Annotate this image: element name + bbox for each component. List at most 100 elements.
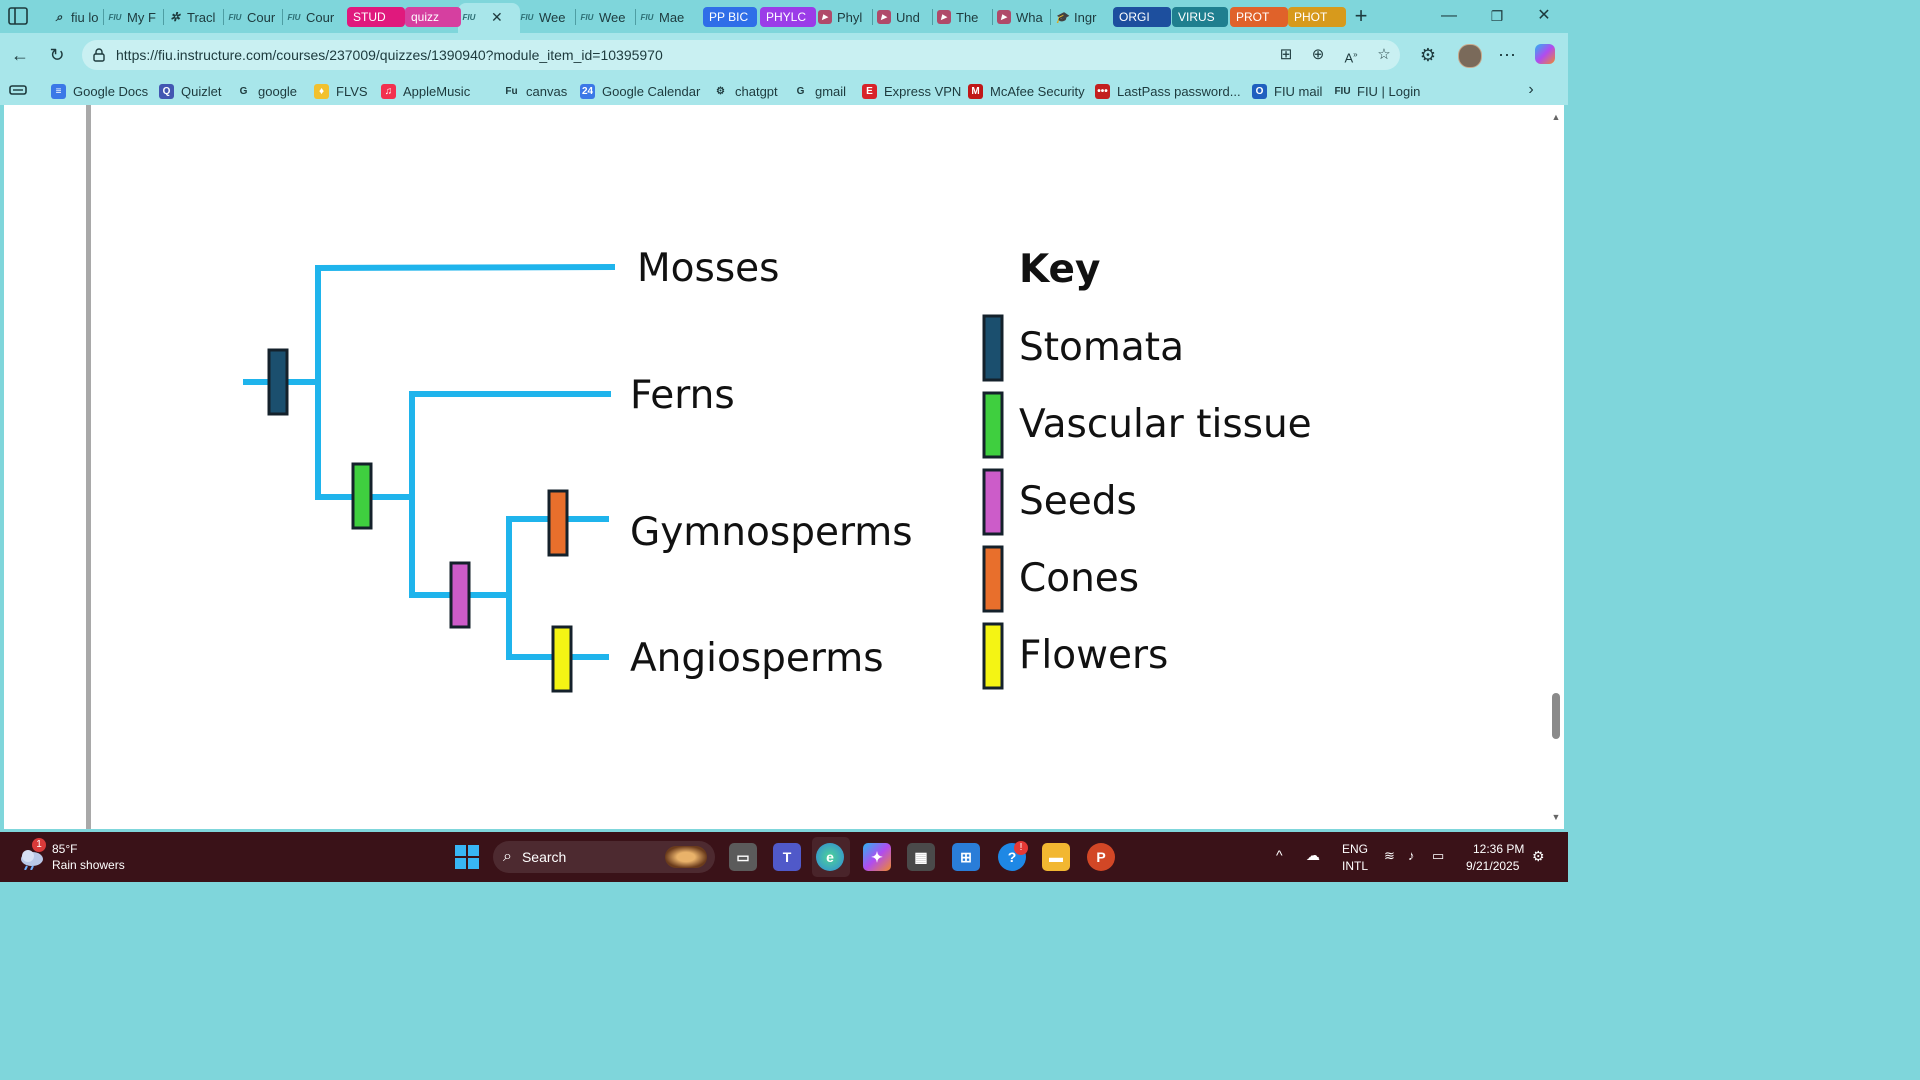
bookmark-label: Google Docs bbox=[73, 83, 149, 99]
bookmark-item[interactable]: ⚙chatgpt bbox=[713, 82, 778, 100]
clock-date[interactable]: 9/21/2025 bbox=[1466, 859, 1520, 873]
bookmark-item[interactable]: ≡Google Docs bbox=[51, 82, 148, 100]
battery-icon[interactable]: ▭ bbox=[1432, 848, 1445, 863]
youtube-icon: ▶ bbox=[937, 10, 951, 24]
minimize-button[interactable]: — bbox=[1441, 7, 1457, 24]
refresh-icon[interactable]: ↻ bbox=[49, 45, 65, 65]
browser-tab[interactable]: 🎓Ingr bbox=[1055, 5, 1107, 29]
powerpoint-icon[interactable]: P bbox=[1087, 843, 1115, 871]
bookmark-item[interactable]: •••LastPass password... bbox=[1095, 82, 1241, 100]
volume-icon[interactable]: ♪ bbox=[1408, 848, 1415, 863]
browser-tab[interactable]: quizz bbox=[405, 7, 461, 27]
weather-description[interactable]: Rain showers bbox=[52, 858, 125, 872]
collections-icon[interactable] bbox=[9, 82, 27, 98]
browser-tab[interactable]: STUD bbox=[347, 7, 405, 27]
search-icon: ⌕ bbox=[503, 848, 512, 865]
bookmark-label: LastPass password... bbox=[1117, 83, 1241, 99]
address-bar[interactable]: https://fiu.instructure.com/courses/2370… bbox=[82, 40, 1400, 70]
taxon-label-gymnosperms: Gymnosperms bbox=[630, 510, 913, 555]
browser-tab[interactable]: ORGI bbox=[1113, 7, 1171, 27]
teams-icon[interactable]: T bbox=[773, 843, 801, 871]
browser-tab[interactable]: VIRUS bbox=[1172, 7, 1228, 27]
browser-tab[interactable]: ▶The bbox=[937, 5, 987, 29]
scrollbar-thumb[interactable] bbox=[1552, 693, 1560, 739]
weather-cloud-icon[interactable]: 1 bbox=[18, 838, 46, 871]
microsoft-store-icon[interactable]: ⊞ bbox=[952, 843, 980, 871]
browser-tab[interactable]: FIU✕ bbox=[462, 5, 514, 29]
windows-start-icon[interactable] bbox=[455, 845, 479, 869]
close-tab-icon[interactable]: ✕ bbox=[491, 8, 503, 25]
show-hidden-icons-chevron-icon[interactable]: ^ bbox=[1276, 847, 1283, 863]
sidebar-toggle-icon[interactable] bbox=[8, 7, 28, 25]
browser-tab[interactable]: ▶Und bbox=[877, 5, 927, 29]
bookmarks-more-chevron-icon[interactable]: › bbox=[1528, 81, 1534, 98]
mosses-branch bbox=[314, 263, 616, 272]
site-info-icon[interactable] bbox=[92, 48, 106, 62]
bookmark-item[interactable]: ♫AppleMusic bbox=[381, 82, 470, 100]
copilot-icon[interactable] bbox=[1535, 44, 1557, 66]
edge-browser-icon[interactable]: e bbox=[816, 843, 844, 871]
more-options-icon[interactable]: ⋯ bbox=[1498, 45, 1516, 65]
tracker-icon: ✲ bbox=[169, 10, 181, 24]
clock-time[interactable]: 12:36 PM bbox=[1473, 842, 1525, 856]
browser-tab[interactable]: PROT bbox=[1230, 7, 1288, 27]
calculator-icon[interactable]: ▦ bbox=[907, 843, 935, 871]
weather-temperature[interactable]: 85°F bbox=[52, 842, 78, 856]
browser-tab[interactable]: PP BIC bbox=[703, 7, 757, 27]
key-swatch-vascular-tissue bbox=[982, 391, 1004, 459]
taskbar-search-box[interactable]: ⌕ Search bbox=[493, 841, 715, 873]
file-explorer-icon[interactable]: ▬ bbox=[1042, 843, 1070, 871]
task-view-icon[interactable]: ▭ bbox=[729, 843, 757, 871]
browser-tab-label: Tracl bbox=[187, 9, 216, 25]
browser-tab-label: ORGI bbox=[1119, 10, 1150, 24]
page-scrollbar[interactable]: ▲ ▼ bbox=[1548, 105, 1564, 829]
language-indicator-bottom[interactable]: INTL bbox=[1342, 859, 1369, 873]
back-arrow-icon[interactable]: ← bbox=[11, 45, 29, 65]
browser-tab[interactable]: PHYLC bbox=[760, 7, 816, 27]
zoom-icon[interactable]: ⊕ bbox=[1311, 46, 1325, 63]
scroll-down-arrow-icon[interactable]: ▼ bbox=[1551, 812, 1561, 822]
key-label-vascular-tissue: Vascular tissue bbox=[1019, 402, 1312, 447]
extensions-icon[interactable]: ⚙ bbox=[1419, 45, 1437, 65]
restore-button[interactable]: ❐ bbox=[1490, 8, 1504, 24]
browser-tab[interactable]: ✲ Tracl bbox=[168, 5, 220, 29]
copilot-app-icon[interactable]: ✦ bbox=[863, 843, 891, 871]
browser-tab[interactable]: ⌕fiu lo bbox=[52, 5, 100, 29]
notifications-bell-icon[interactable]: ⚙ bbox=[1532, 848, 1545, 864]
profile-avatar[interactable] bbox=[1458, 44, 1482, 68]
browser-tab[interactable]: PHOT bbox=[1288, 7, 1346, 27]
tab-separator bbox=[163, 9, 164, 25]
app-available-icon[interactable]: ⊞ bbox=[1279, 46, 1293, 63]
browser-tab[interactable]: ▶Phyl bbox=[818, 5, 868, 29]
onedrive-cloud-icon[interactable]: ☁ bbox=[1306, 847, 1320, 863]
bookmark-item[interactable]: ♦FLVS bbox=[314, 82, 368, 100]
url-text[interactable]: https://fiu.instructure.com/courses/2370… bbox=[116, 47, 663, 63]
key-label-cones: Cones bbox=[1019, 556, 1139, 601]
scroll-up-arrow-icon[interactable]: ▲ bbox=[1551, 112, 1561, 122]
favorite-star-icon[interactable]: ☆ bbox=[1377, 46, 1391, 63]
new-tab-button[interactable]: + bbox=[1354, 3, 1368, 28]
close-window-button[interactable]: ✕ bbox=[1537, 7, 1551, 24]
browser-tab[interactable]: ▶Wha bbox=[997, 5, 1047, 29]
tab-separator bbox=[992, 9, 993, 25]
language-indicator-top[interactable]: ENG bbox=[1342, 842, 1369, 856]
youtube-icon: ▶ bbox=[997, 10, 1011, 24]
bookmark-label: Google Calendar bbox=[602, 83, 701, 99]
read-aloud-icon[interactable]: A» bbox=[1344, 50, 1358, 66]
wifi-icon[interactable]: ≋ bbox=[1384, 848, 1395, 863]
